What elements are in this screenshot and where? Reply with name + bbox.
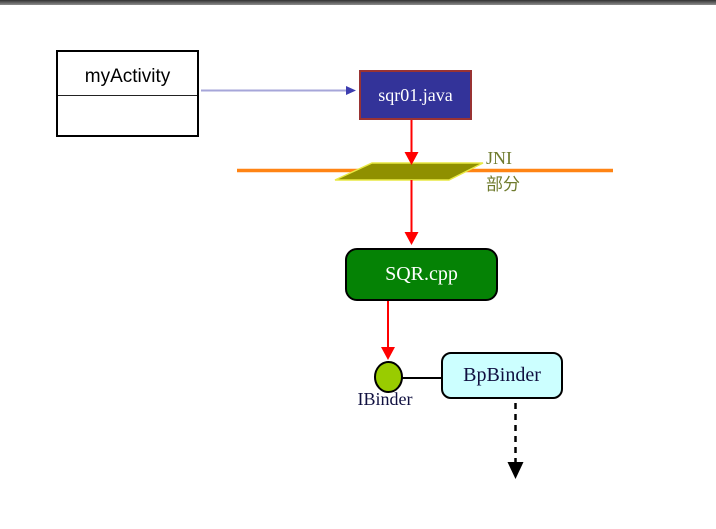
dashed-arrow-head	[507, 462, 524, 479]
flow-arrow-2-head	[404, 232, 419, 245]
sqr01-label: sqr01.java	[378, 84, 453, 105]
bpbinder-label: BpBinder	[463, 364, 541, 386]
ibinder-label: IBinder	[357, 389, 413, 409]
page-top-bar	[0, 0, 716, 5]
sqr01-box: sqr01.java	[359, 70, 472, 120]
myactivity-class-box: myActivity	[56, 50, 199, 137]
flow-arrow-3-head	[381, 347, 395, 360]
flow-arrow-1-head	[404, 152, 419, 165]
sqrcpp-box: SQR.cpp	[345, 248, 498, 301]
jni-parallelogram	[334, 162, 484, 181]
jni-label: JNI	[486, 148, 512, 168]
ibinder-circle	[374, 361, 403, 393]
call-arrow-head	[346, 86, 356, 95]
bpbinder-box: BpBinder	[441, 352, 563, 399]
myactivity-label: myActivity	[58, 52, 197, 96]
myactivity-empty-compartment	[58, 96, 197, 133]
sqrcpp-label: SQR.cpp	[385, 263, 458, 285]
jni-label-cn: 部分	[486, 175, 520, 194]
